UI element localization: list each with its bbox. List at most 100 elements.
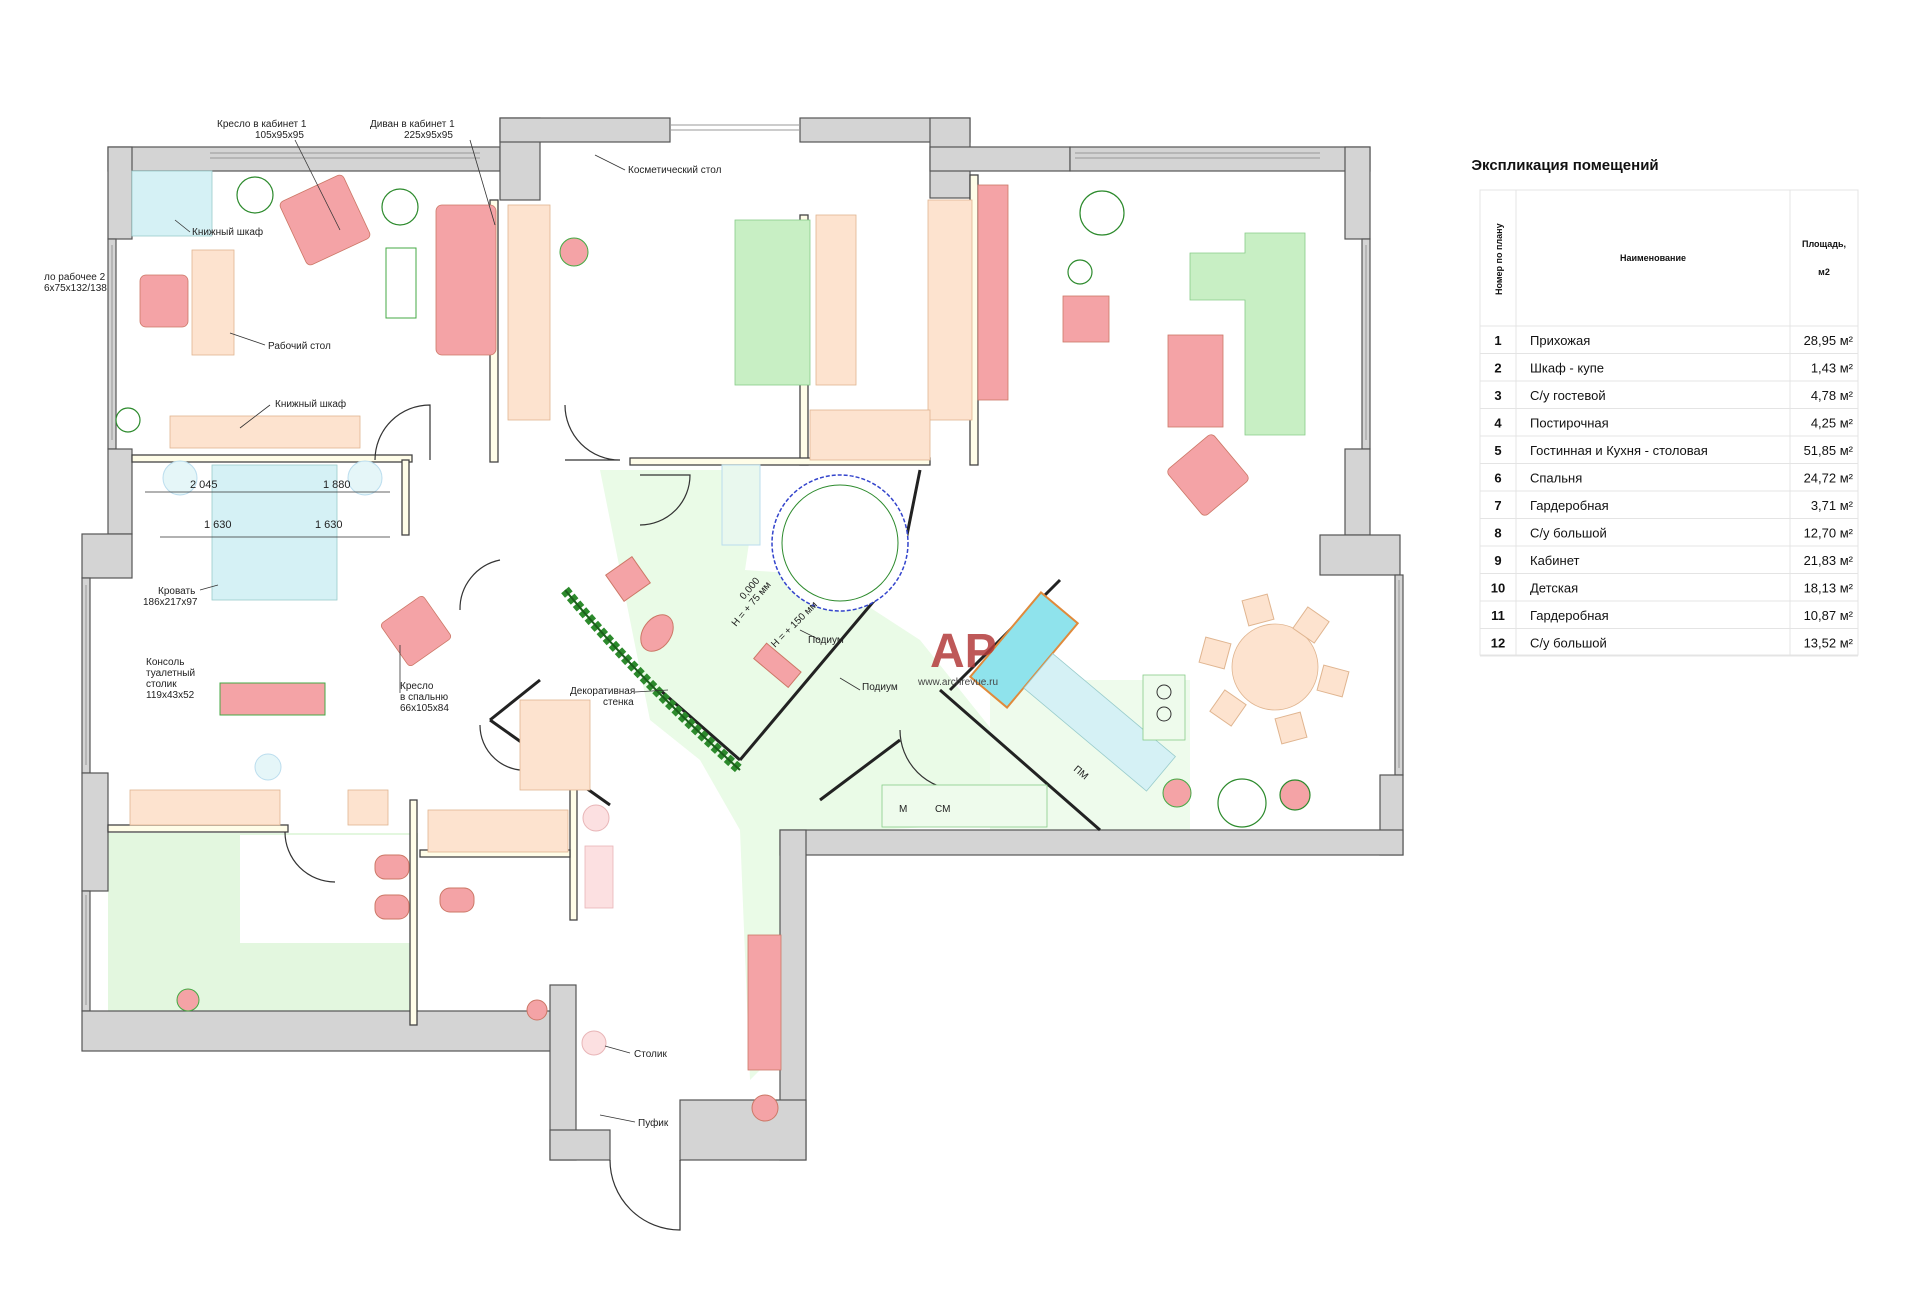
work-chair <box>139 274 189 328</box>
bedroom-armchair <box>380 595 452 667</box>
door <box>564 404 621 461</box>
door <box>609 1159 681 1231</box>
label-cosmetic-table: Косметический стол <box>628 165 722 176</box>
wall-line <box>819 738 901 802</box>
floor-tints <box>108 470 1190 1080</box>
wall-line <box>939 688 1101 832</box>
leader <box>199 584 219 591</box>
row-number: 11 <box>1491 608 1505 623</box>
wall-line <box>489 678 541 722</box>
bathtub-inner <box>781 484 899 602</box>
wall <box>1344 146 1371 240</box>
small-table <box>581 1030 607 1056</box>
label-work-chair: ло рабочее 2 <box>44 271 106 283</box>
partition <box>131 454 413 463</box>
row-area: 1,43 м² <box>1811 361 1854 376</box>
row-number: 5 <box>1494 443 1501 458</box>
row-name: Детская <box>1530 581 1578 596</box>
coffee-table <box>385 247 417 319</box>
dining-chair <box>1198 636 1232 670</box>
decorative-wall-edge <box>564 589 741 771</box>
row-name: Гостинная и Кухня - столовая <box>1530 443 1708 458</box>
logo-url: www.archrevue.ru <box>917 677 998 688</box>
shower <box>176 988 200 1012</box>
door <box>284 831 336 883</box>
partition <box>401 459 410 536</box>
row-area: 12,70 м² <box>1804 526 1854 541</box>
row-area: 28,95 м² <box>1804 333 1854 348</box>
hall-table <box>584 845 614 909</box>
label-bed-size: 186x217x97 <box>143 597 198 608</box>
label-work-chair-size: 6x75x132/138 <box>44 283 107 294</box>
leader <box>239 404 271 429</box>
partition <box>107 824 289 833</box>
header-name: Наименование <box>1620 253 1686 263</box>
logo: АР <box>930 625 997 678</box>
label-bookcase-2: Книжный шкаф <box>275 398 346 410</box>
row-number: 3 <box>1494 388 1501 403</box>
plan-labels: Кресло в кабинет 1 105x95x95 Диван в каб… <box>44 118 1090 1129</box>
row-name: С/у гостевой <box>1530 388 1606 403</box>
wardrobe-3 <box>927 199 973 421</box>
wardrobe-bedroom <box>129 789 281 826</box>
row-name: Шкаф - купе <box>1530 361 1604 376</box>
burner <box>1156 684 1172 700</box>
hall-stool <box>582 804 610 832</box>
bathroom-inner <box>240 835 412 943</box>
label-podium-1: Подиум <box>808 635 844 646</box>
office-armchair <box>279 174 371 266</box>
partition <box>569 774 578 921</box>
desk <box>191 249 235 356</box>
kitchen-counter-2 <box>1023 653 1176 792</box>
row-area: 10,87 м² <box>1804 608 1854 623</box>
bed <box>211 464 338 601</box>
plant-icon <box>115 407 141 433</box>
dining-chair <box>1241 593 1275 627</box>
living-pouf <box>1062 295 1110 343</box>
dimension-lines <box>145 491 390 538</box>
burner <box>1156 706 1172 722</box>
explication-table: Экспликация помещений Номер по плану Наи… <box>1471 157 1859 657</box>
wall <box>81 772 109 892</box>
leader <box>174 219 191 233</box>
plant-icon <box>1067 259 1093 285</box>
basin-counter <box>721 464 761 546</box>
appliance-row <box>881 784 1048 828</box>
wall <box>81 533 133 579</box>
podium-cabinet <box>753 642 802 689</box>
row-area: 4,25 м² <box>1811 416 1854 431</box>
wall <box>679 1099 807 1161</box>
row-name: С/у большой <box>1530 526 1607 541</box>
plant-icon <box>1079 190 1125 236</box>
wardrobe-4 <box>809 409 931 461</box>
plant-icon <box>236 176 274 214</box>
windows <box>85 124 1400 1005</box>
corner-sofa <box>1189 232 1306 436</box>
wall <box>549 1129 611 1161</box>
bed-2 <box>734 219 811 386</box>
dining-chair <box>1292 606 1330 644</box>
row-area: 13,52 м² <box>1804 636 1854 651</box>
wall <box>81 1010 573 1052</box>
leader <box>799 629 821 641</box>
header-area-2: м2 <box>1818 267 1830 277</box>
plant-icon <box>1217 778 1267 828</box>
pouf <box>751 1094 779 1122</box>
row-name: Гардеробная <box>1530 608 1609 623</box>
wardrobe <box>507 204 551 421</box>
row-number: 10 <box>1491 581 1505 596</box>
label-console-size: 119x43x52 <box>146 690 195 701</box>
row-number: 4 <box>1494 416 1502 431</box>
label-armchair-bedroom-2: в спальню <box>400 692 449 703</box>
wall <box>1319 534 1401 576</box>
plant-icon <box>1279 779 1311 811</box>
wall <box>1069 146 1371 172</box>
row-number: 9 <box>1494 553 1501 568</box>
leader <box>604 1045 631 1054</box>
bidet <box>374 894 410 920</box>
table-frame <box>1479 189 1859 656</box>
kitchen-stool <box>1162 778 1192 808</box>
wall <box>779 829 1404 856</box>
label-desk: Рабочий стол <box>268 340 331 352</box>
